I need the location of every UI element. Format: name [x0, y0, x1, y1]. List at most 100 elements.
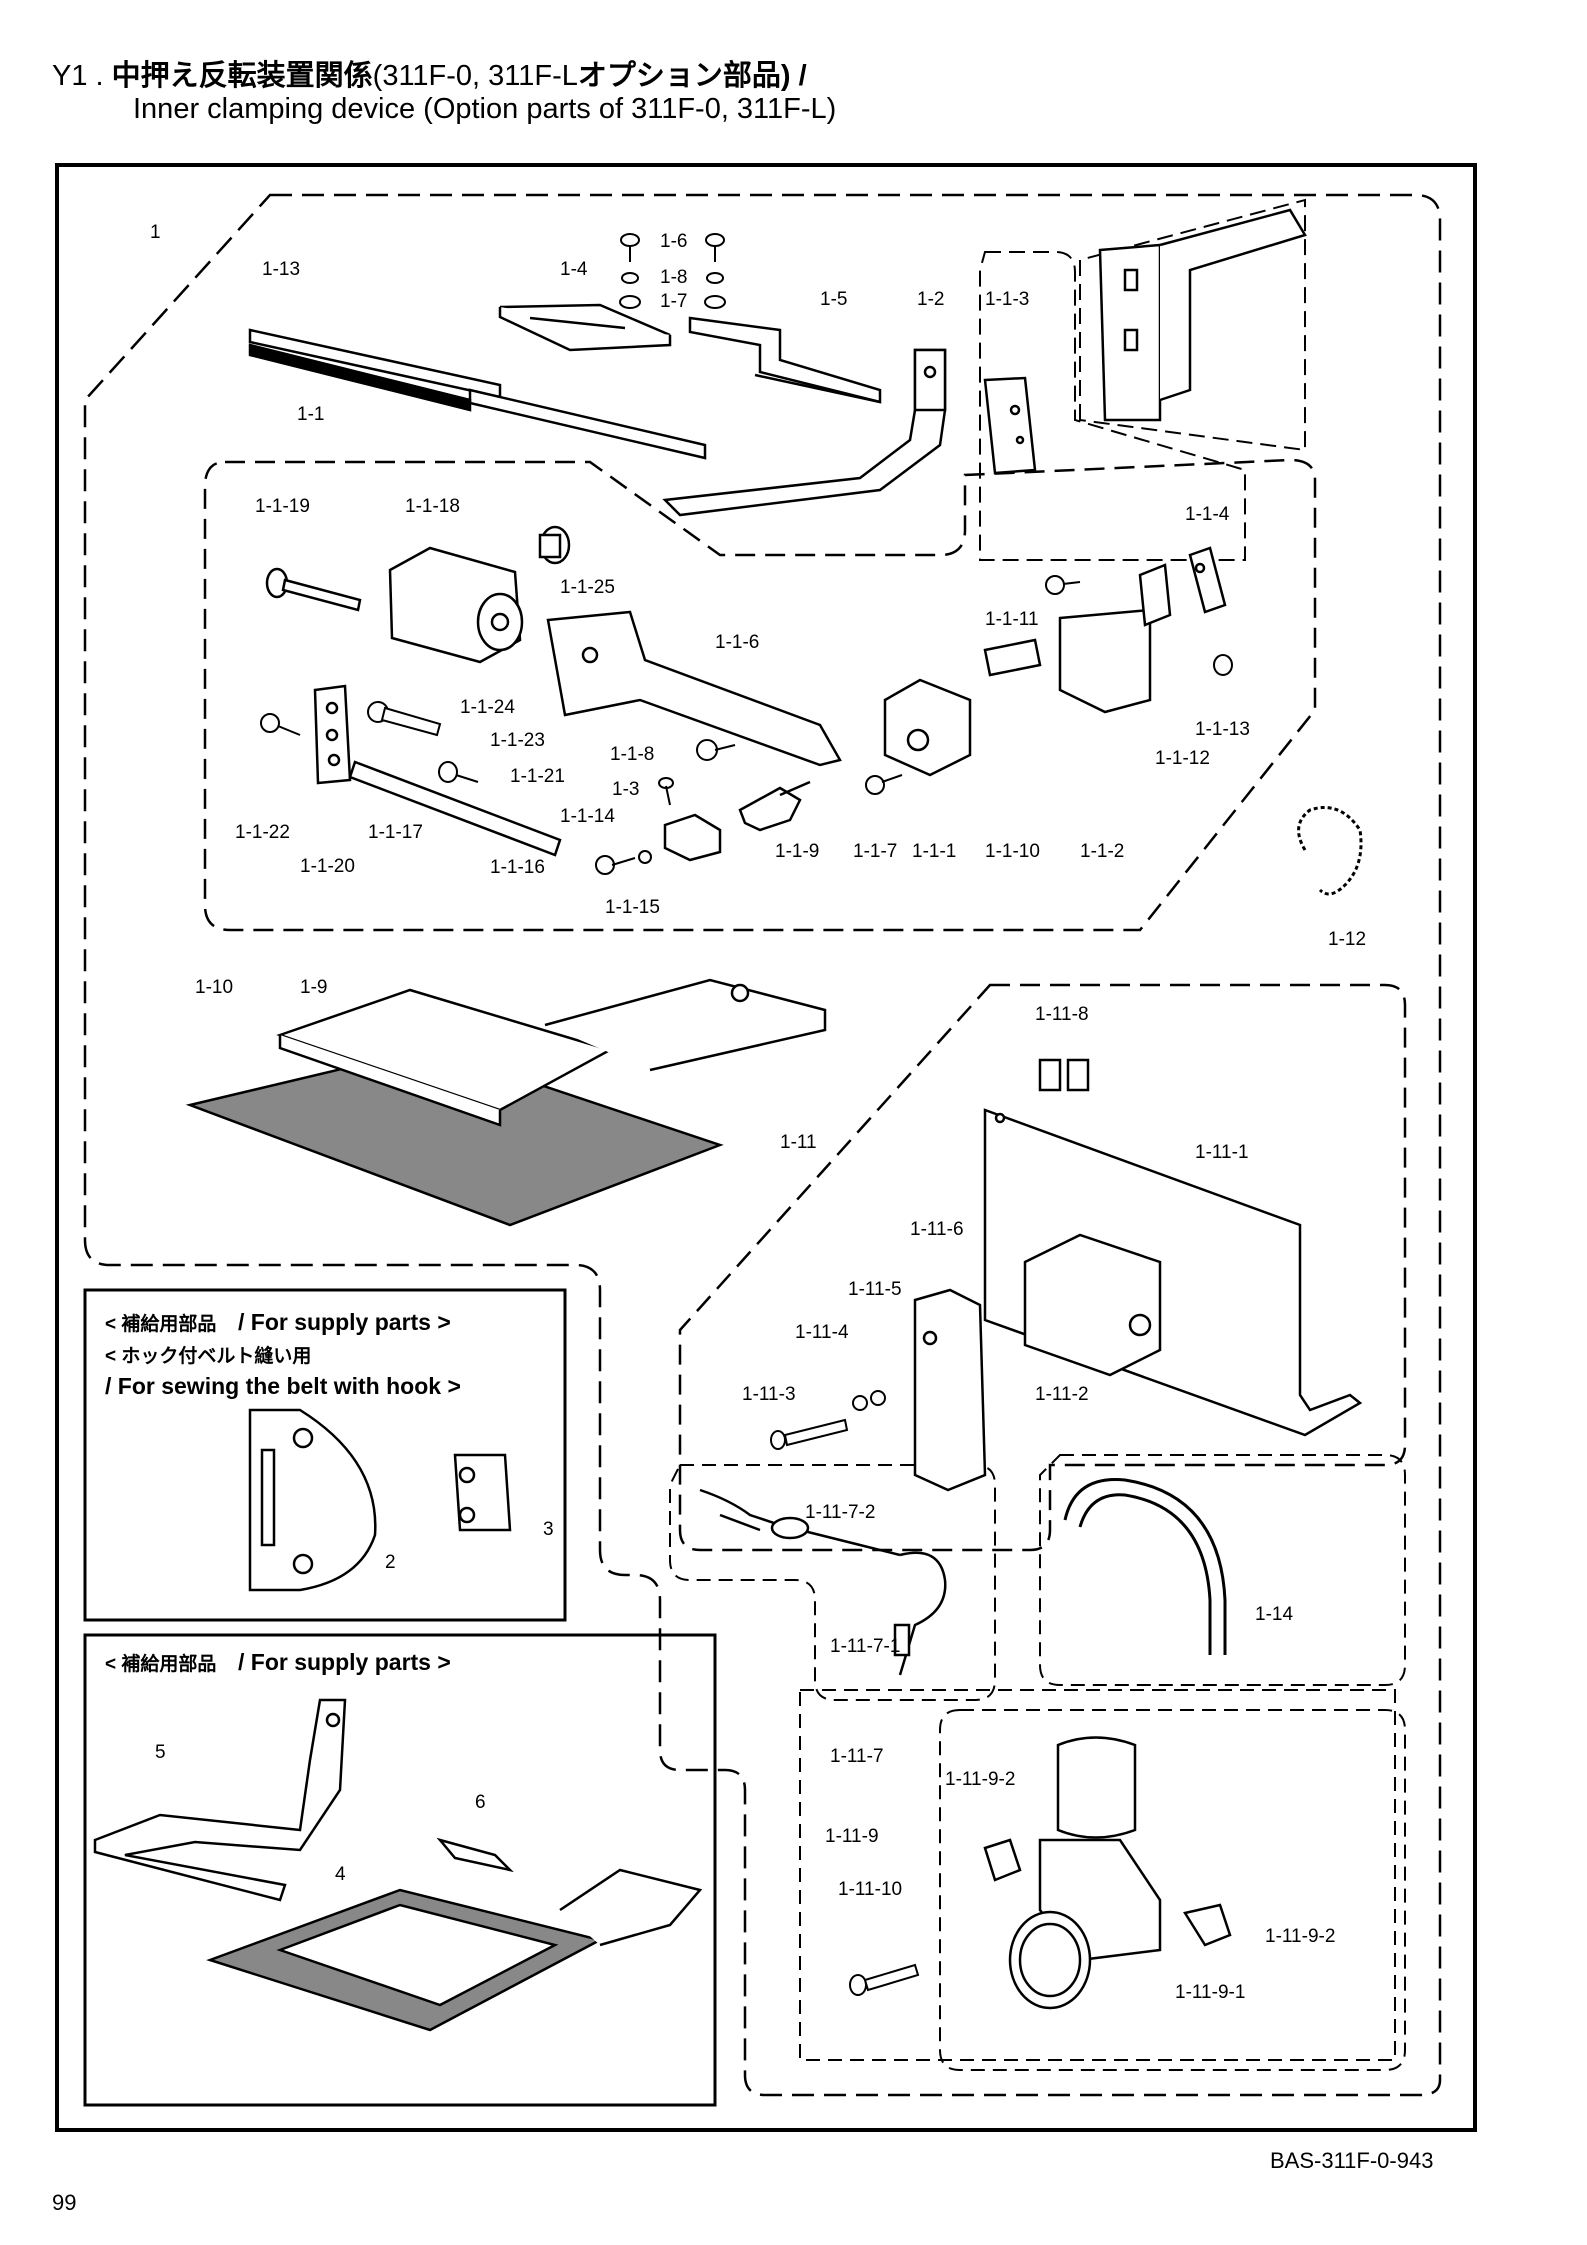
part-block-1-1-3 [983, 376, 1037, 475]
part-plate-1-9 [276, 978, 827, 1127]
label-1-1-7: 1-1-7 [853, 841, 897, 862]
part-manifold-1-11-2 [1023, 1233, 1162, 1377]
title-jp-suffix: オプション部品) / [577, 60, 807, 92]
part-chain-1-12 [1297, 806, 1363, 896]
label-1-1-8: 1-1-8 [610, 744, 654, 765]
label-1-1-3: 1-1-3 [985, 289, 1029, 310]
label-1-1-13: 1-1-13 [1195, 719, 1250, 740]
part-block-1-1-20 [313, 684, 562, 857]
part-mount-bracket [1098, 208, 1307, 422]
part-screw-1-11-3 [770, 1390, 886, 1450]
group-outline-1-11-9 [939, 1709, 1406, 2071]
label-1-14: 1-14 [1255, 1604, 1293, 1625]
part-screw-1-11-10 [849, 1963, 920, 1996]
supply-box-2 [83, 1633, 717, 2107]
part-plate-4 [206, 1868, 703, 2032]
page-number: 99 [52, 2190, 77, 2215]
label-1-1-18: 1-1-18 [405, 496, 460, 517]
label-1-11-10: 1-11-10 [838, 1879, 902, 1900]
label-1-2: 1-2 [917, 289, 944, 310]
label-1-6: 1-6 [660, 231, 687, 252]
part-labels: 1 1-13 1-4 1-6 1-8 1-7 1-5 1-2 1-1-3 1-1… [150, 222, 1366, 2003]
label-4: 4 [335, 1864, 346, 1885]
label-1-11-5: 1-11-5 [848, 1279, 902, 1300]
group-outline-1 [83, 193, 1442, 2097]
part-rods-1-13 [248, 328, 707, 460]
part-block-1-1-14 [663, 780, 811, 862]
label-1-1: 1-1 [297, 404, 324, 425]
part-throat-plate-2 [248, 1408, 377, 1592]
label-1-1-20: 1-1-20 [300, 856, 355, 877]
label-1-11-9-2-top: 1-11-9-2 [945, 1769, 1015, 1790]
part-screws-1-6 [619, 233, 726, 309]
label-1-12: 1-12 [1328, 929, 1366, 950]
page-title: Y1 . 中押え反転装置関係(311F-0, 311F-Lオプション部品) / [52, 52, 807, 94]
label-1-11-4: 1-11-4 [795, 1322, 849, 1343]
supply2-line1-en: / For supply parts > [238, 1649, 451, 1675]
label-1-11-9-1: 1-11-9-1 [1175, 1982, 1245, 2003]
part-block-1-1-1 [883, 678, 972, 777]
part-plate-1-1-6 [546, 610, 842, 767]
label-1-1-9: 1-1-9 [775, 841, 819, 862]
part-cable-1-11-7 [699, 1488, 947, 1676]
group-outline-1-1 [203, 458, 1317, 932]
part-valve-1-11-6 [913, 1288, 987, 1492]
title-jp: 中押え反転装置関係 [111, 60, 373, 92]
label-1-11-7: 1-11-7 [830, 1746, 884, 1767]
label-1-11-9: 1-11-9 [825, 1826, 879, 1847]
part-strip-1-5 [688, 316, 882, 404]
label-1-1-10: 1-1-10 [985, 841, 1040, 862]
part-bolt-1-1-19 [265, 567, 362, 612]
label-1-1-23: 1-1-23 [490, 730, 545, 751]
label-6: 6 [475, 1792, 486, 1813]
label-1-1-11: 1-1-11 [985, 609, 1039, 630]
part-cylinder-1-1-18 [388, 546, 524, 664]
section-number: Y1 . [52, 60, 104, 92]
label-1-11-7-2: 1-11-7-2 [805, 1502, 875, 1523]
label-1-11-6: 1-11-6 [910, 1219, 964, 1240]
label-1-11-9-2-right: 1-11-9-2 [1265, 1926, 1335, 1947]
label-1-1-16: 1-1-16 [490, 857, 545, 878]
label-1-1-22: 1-1-22 [235, 822, 290, 843]
group-outline-1-11-7 [669, 1464, 996, 1701]
label-1-5: 1-5 [820, 289, 847, 310]
supply-box-1 [83, 1288, 567, 1622]
label-1-1-6: 1-1-6 [715, 632, 759, 653]
supply1-line1-jp: < 補給用部品 [105, 1312, 216, 1335]
label-1-8: 1-8 [660, 267, 687, 288]
group-outline-1-11-9-inner [799, 1689, 1396, 2061]
label-1-1-12: 1-1-12 [1155, 748, 1210, 769]
label-1-1-15: 1-1-15 [605, 897, 660, 918]
outer-frame [55, 163, 1477, 2132]
label-1-9: 1-9 [300, 977, 327, 998]
label-1-11: 1-11 [780, 1132, 817, 1153]
part-bracket-5 [93, 1698, 347, 1902]
label-1-1-2: 1-1-2 [1080, 841, 1124, 862]
part-plate-1-4 [498, 303, 672, 352]
part-fittings-1-11-8 [1038, 1058, 1090, 1092]
label-1-1-24: 1-1-24 [460, 697, 515, 718]
label-1-11-1: 1-11-1 [1195, 1142, 1249, 1163]
label-1-11-3: 1-11-3 [742, 1384, 796, 1405]
part-tube-1-14 [1063, 1478, 1227, 1655]
label-1-1-14: 1-1-14 [560, 806, 615, 827]
title-model: (311F-0, 311F-L [372, 60, 578, 92]
part-fitting-1-1-25 [538, 525, 571, 565]
group-outline-bracket [1079, 198, 1306, 452]
label-1-10: 1-10 [195, 977, 233, 998]
supply2-line1-jp: < 補給用部品 [105, 1652, 216, 1675]
part-hook-3 [453, 1453, 512, 1532]
label-1-3: 1-3 [612, 779, 639, 800]
label-1-11-8: 1-11-8 [1035, 1004, 1089, 1025]
part-small-screws [260, 575, 1233, 875]
supply1-line1-en: / For supply parts > [238, 1309, 451, 1335]
label-1-1-25: 1-1-25 [560, 577, 615, 598]
label-2: 2 [385, 1552, 396, 1573]
label-1-1-1: 1-1-1 [912, 841, 956, 862]
label-1-1-21: 1-1-21 [510, 766, 565, 787]
group-outline-1-11 [678, 983, 1407, 1552]
label-5: 5 [155, 1742, 166, 1763]
label-1: 1 [150, 222, 161, 243]
part-regulator-1-11-9 [983, 1736, 1232, 2010]
